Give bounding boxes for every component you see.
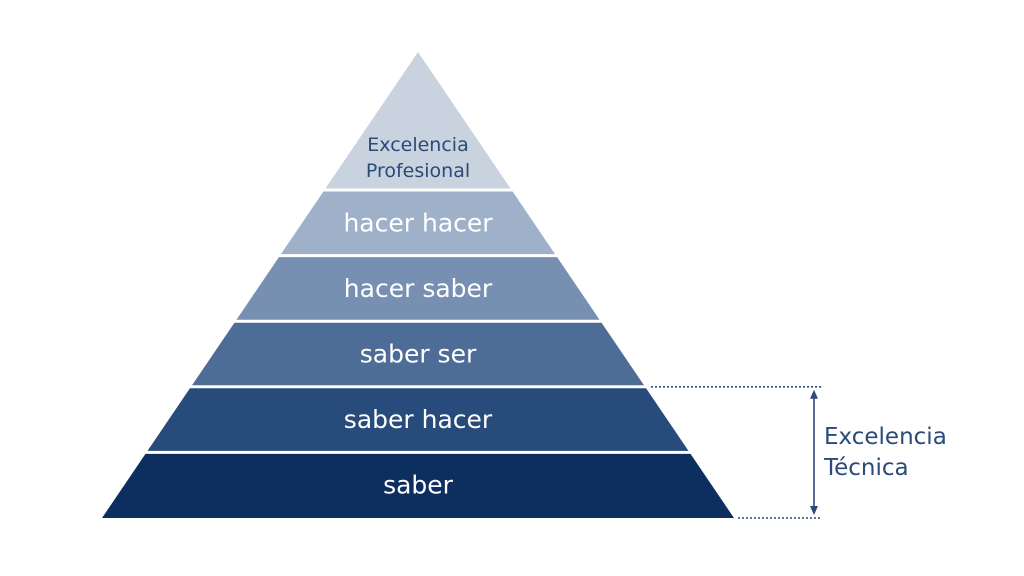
pyramid-layer-excelencia-profesional: [325, 52, 511, 189]
pyramid-label-excelencia-profesional-line-2: Profesional: [366, 160, 470, 182]
pyramid-label-saber-hacer: saber hacer: [344, 405, 493, 434]
bracket-arrow-up-icon: [810, 389, 818, 399]
pyramid-label-saber: saber: [383, 471, 454, 500]
bracket-label-line-2: Técnica: [823, 455, 909, 481]
pyramid-layer-hacer-saber: [236, 257, 600, 320]
bracket-arrow-down-icon: [810, 506, 818, 515]
bracket-label-line-1: Excelencia: [824, 424, 947, 450]
pyramid-layer-saber: [102, 453, 734, 518]
pyramid-label-saber-ser: saber ser: [360, 340, 477, 369]
pyramid-label-hacer-hacer: hacer hacer: [343, 208, 493, 237]
pyramid-label-hacer-saber: hacer saber: [344, 274, 493, 303]
pyramid-layer-saber-ser: [191, 322, 645, 386]
pyramid-layer-saber-hacer: [147, 388, 689, 451]
pyramid-layer-hacer-hacer: [280, 191, 556, 255]
pyramid-label-excelencia-profesional-line-1: Excelencia: [367, 134, 468, 156]
